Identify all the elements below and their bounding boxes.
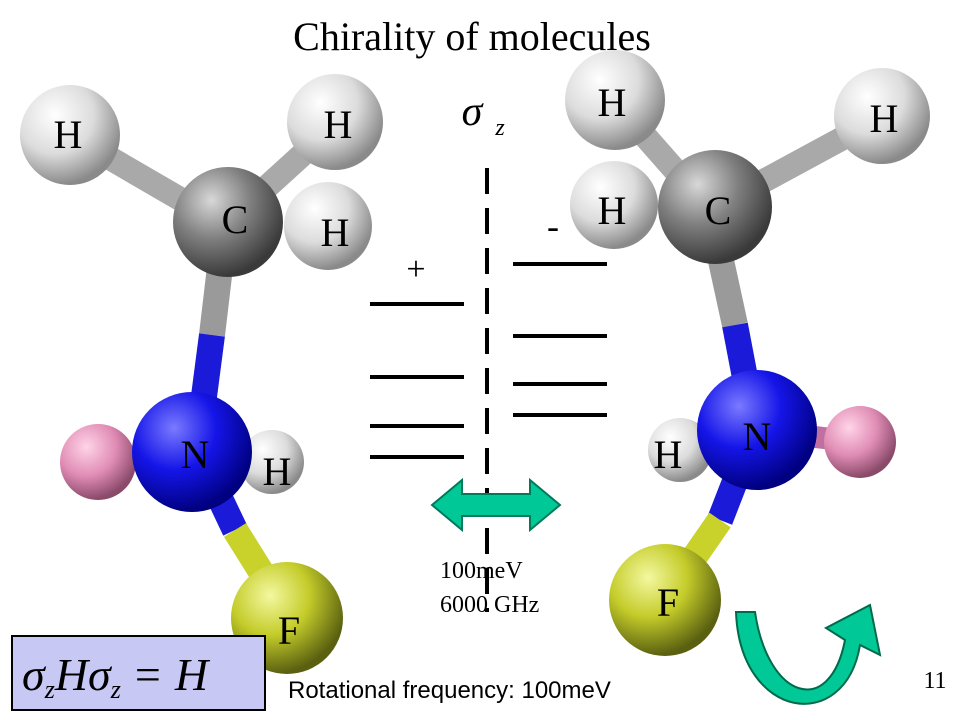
eq-sub-1: z [44, 675, 55, 704]
eq-h-2: H [174, 649, 211, 700]
right-hydrogen-back-atom [648, 418, 712, 482]
slide-title: Chirality of molecules [293, 14, 651, 59]
left-label-h-topright: H [324, 102, 353, 147]
left-label-f: F [278, 608, 300, 653]
double-arrow-icon [430, 477, 562, 533]
equation-box [11, 635, 266, 711]
minus-sign: - [547, 206, 559, 246]
left-carbon-atom [173, 167, 283, 277]
left-hydrogen-topleft-atom [20, 85, 120, 185]
page-number: 11 [923, 668, 946, 694]
rotation-arrow-icon [734, 603, 882, 705]
left-hydrogen-back-atom [240, 430, 304, 494]
right-pink-atom [824, 406, 896, 478]
right-label-h-back: H [654, 432, 683, 477]
plus-sign: + [406, 251, 425, 288]
sigma-subscript: z [494, 115, 505, 141]
right-hydrogen-front-atom [570, 161, 658, 249]
left-label-h-back: H [263, 449, 292, 494]
sigma-symbol: σ [462, 89, 485, 135]
eq-sub-2: z [110, 675, 121, 704]
left-label-c: C [222, 197, 249, 242]
eq-sigma-2: σ [88, 649, 113, 700]
equation-text: σzHσz=H [22, 649, 211, 704]
left-label-n: N [181, 432, 210, 477]
left-hydrogen-topright-atom [287, 74, 383, 170]
right-fluorine-atom [609, 544, 721, 656]
right-label-n: N [743, 414, 772, 459]
antisymmetric-energy-levels [513, 262, 607, 417]
left-hydrogen-front-atom [284, 182, 372, 270]
right-molecule: H H H C N H F [565, 50, 930, 656]
left-molecule: H H C H N H F [20, 74, 383, 674]
energy-label: 100meV [440, 558, 523, 584]
eq-equals: = [135, 649, 161, 700]
right-hydrogen-topright-atom [834, 68, 930, 164]
right-hydrogen-topleft-atom [565, 50, 665, 150]
eq-h-1: H [54, 649, 91, 700]
frequency-label: 6000 GHz [440, 592, 539, 618]
left-nitrogen-atom [132, 392, 252, 512]
right-label-h-topleft: H [598, 80, 627, 125]
left-label-h-front: H [321, 210, 350, 255]
right-label-h-topright: H [870, 96, 899, 141]
left-label-h-topleft: H [54, 112, 83, 157]
sigma-z-label: σ z [462, 89, 506, 141]
eq-sigma-1: σ [22, 649, 47, 700]
right-label-f: F [657, 580, 679, 625]
right-label-h-front: H [598, 188, 627, 233]
right-nitrogen-atom [697, 370, 817, 490]
left-pink-atom [60, 424, 136, 500]
symmetric-energy-levels [370, 302, 464, 459]
rotational-frequency-caption: Rotational frequency: 100meV [288, 677, 611, 704]
right-label-c: C [705, 188, 732, 233]
right-carbon-atom [658, 150, 772, 264]
